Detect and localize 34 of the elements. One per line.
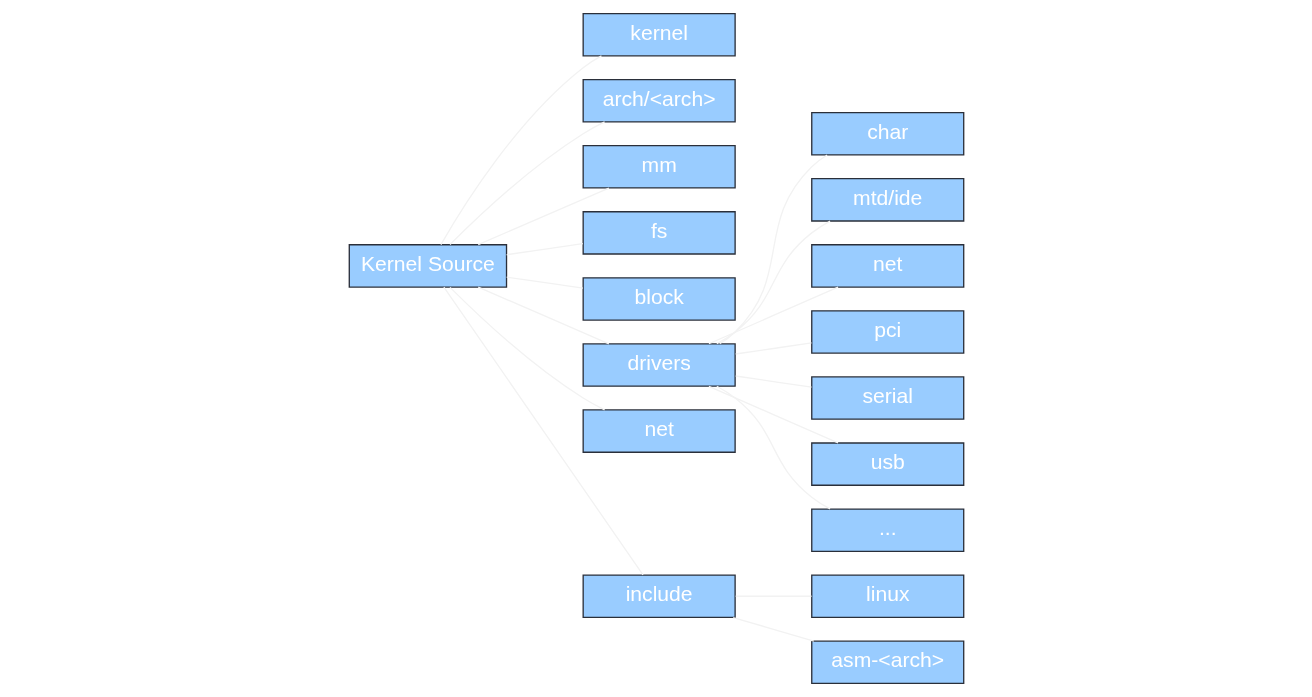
connector	[439, 55, 602, 246]
connector	[707, 286, 839, 345]
node-box: mm	[582, 145, 736, 189]
node-box: include	[582, 574, 736, 619]
connector	[448, 286, 605, 411]
connector	[718, 154, 828, 345]
connector	[448, 121, 605, 246]
node-box: block	[582, 277, 736, 321]
node-box: pci	[810, 310, 964, 354]
node-box: ...	[810, 508, 964, 552]
node-box: fs	[582, 211, 736, 255]
connector	[715, 220, 831, 345]
node-box: arch/<arch>	[582, 78, 736, 123]
connector	[477, 286, 610, 345]
connector	[707, 385, 839, 444]
connector	[715, 385, 831, 510]
connector	[442, 286, 644, 576]
node-box: linux	[810, 574, 964, 619]
node-box: Kernel Source	[348, 244, 507, 288]
connector	[734, 342, 812, 355]
connector	[505, 276, 583, 289]
node-box: mtd/ide	[810, 178, 964, 222]
node-box: usb	[810, 442, 964, 486]
connector	[734, 375, 812, 388]
node-box: net	[810, 244, 964, 288]
connector	[505, 243, 583, 256]
node-box: asm-<arch>	[810, 640, 964, 685]
node-box: kernel	[582, 12, 736, 57]
node-box: drivers	[582, 343, 736, 387]
node-box: serial	[810, 376, 964, 420]
connector	[732, 616, 814, 642]
connector	[477, 187, 610, 246]
node-box: char	[810, 112, 964, 156]
node-box: net	[582, 409, 736, 453]
